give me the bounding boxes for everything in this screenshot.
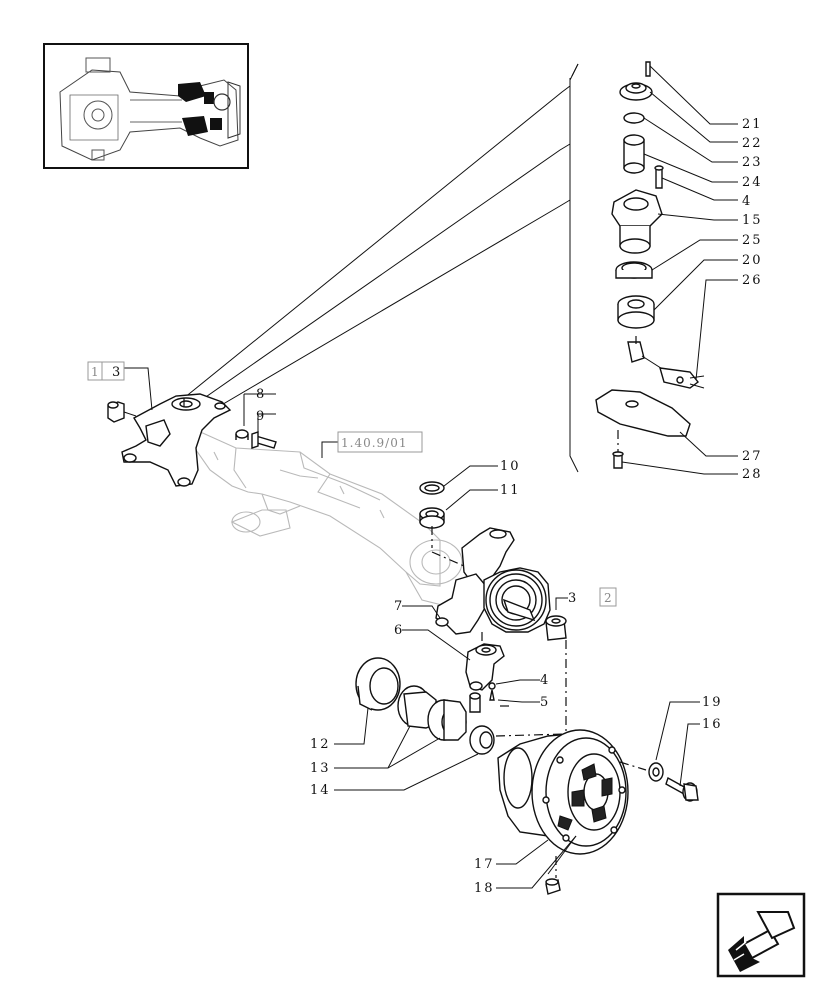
- lower-bracket-6: [465, 632, 505, 713]
- callout-labels: 1 3 1.40.9/01 2 8 9 10 11 3 7 6 4 5 12 1…: [91, 117, 763, 896]
- separator-lines: [183, 63, 579, 473]
- label-22: 22: [742, 136, 763, 151]
- label-11: 11: [500, 483, 521, 498]
- label-25: 25: [742, 233, 763, 248]
- left-knuckle: [107, 393, 232, 487]
- label-20: 20: [742, 253, 763, 268]
- label-4-upper: 4: [742, 194, 752, 209]
- label-6: 6: [394, 623, 404, 638]
- sensor-assembly: [595, 61, 705, 469]
- label-23: 23: [742, 155, 763, 170]
- previous-page-arrow-icon[interactable]: [716, 892, 806, 978]
- label-17: 17: [474, 857, 495, 872]
- label-27: 27: [742, 449, 763, 464]
- right-knuckle: [435, 527, 551, 635]
- label-4-lower: 4: [540, 673, 550, 688]
- label-7: 7: [394, 599, 404, 614]
- label-3-right: 3: [568, 591, 578, 606]
- ref-section-label: 1.40.9/01: [341, 436, 407, 450]
- label-9: 9: [256, 409, 266, 424]
- label-28: 28: [742, 467, 763, 482]
- label-3-left: 3: [112, 365, 122, 380]
- axle-overview-thumbnail: [43, 43, 249, 169]
- reference-boxes: [87, 361, 617, 607]
- axle-housing-ghost: [195, 429, 463, 607]
- bolt-8-9: [235, 429, 277, 449]
- label-8: 8: [256, 387, 266, 402]
- bearing-set: [355, 657, 495, 755]
- label-21: 21: [742, 117, 763, 132]
- washer-bolt-16-19: [648, 762, 699, 802]
- ref-box-left-label: 1: [91, 365, 100, 379]
- leader-lines: [124, 65, 738, 889]
- label-12: 12: [310, 737, 331, 752]
- dowel-pin-18: [545, 878, 561, 895]
- wheel-hub-17: [497, 729, 629, 855]
- label-14: 14: [310, 783, 331, 798]
- label-10: 10: [500, 459, 521, 474]
- label-19: 19: [702, 695, 723, 710]
- label-24: 24: [742, 175, 763, 190]
- label-5: 5: [540, 695, 550, 710]
- label-18: 18: [474, 881, 495, 896]
- label-15: 15: [742, 213, 763, 228]
- pin-3-right: [545, 615, 567, 641]
- label-26: 26: [742, 273, 763, 288]
- label-16: 16: [702, 717, 723, 732]
- ref-box-right-label: 2: [604, 591, 613, 605]
- label-13: 13: [310, 761, 331, 776]
- bushing-10-11: [419, 481, 445, 548]
